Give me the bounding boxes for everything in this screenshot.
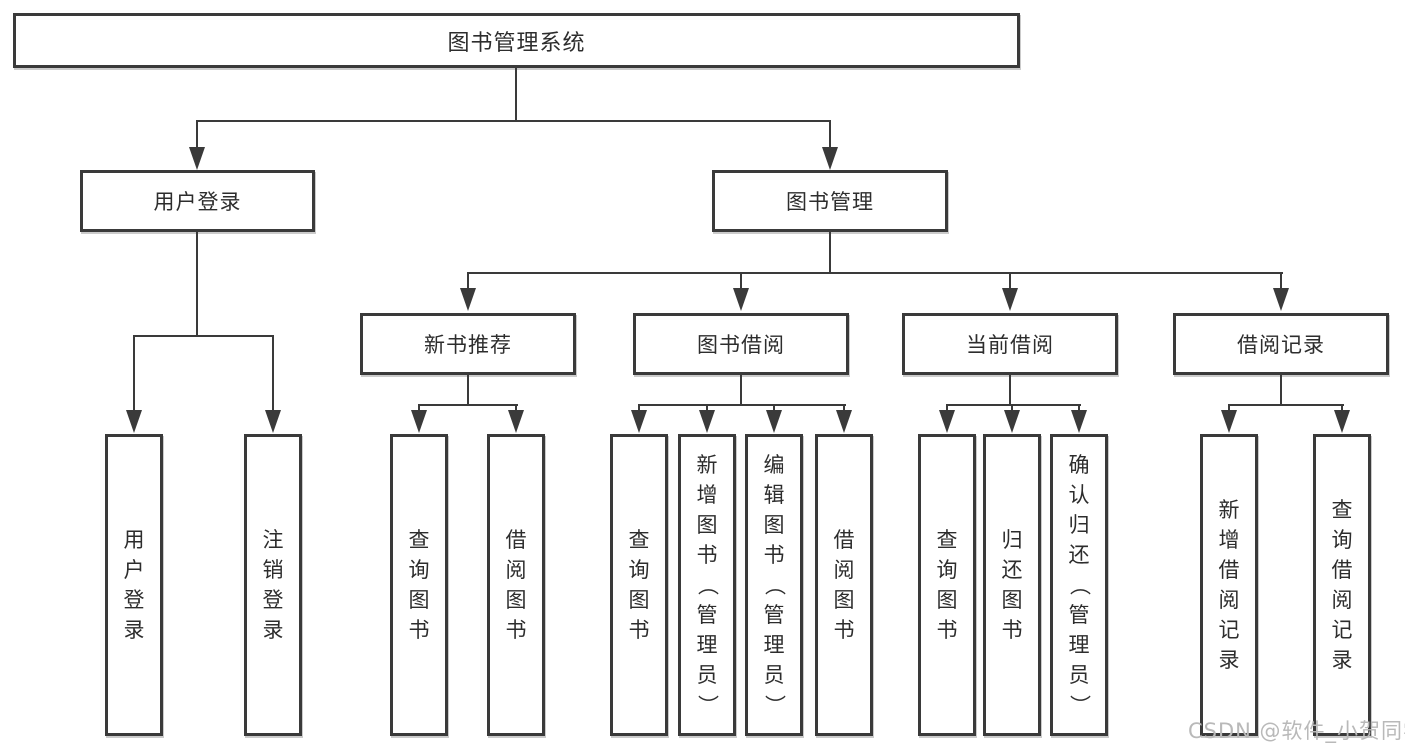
arrowhead-leaf bbox=[411, 410, 427, 433]
leaf-return-books-label: 归还图书 bbox=[1001, 528, 1023, 642]
leaf-query-books-current-label: 查询图书 bbox=[936, 528, 958, 642]
node-user-login-label: 用户登录 bbox=[153, 190, 242, 214]
arrowhead-leaf bbox=[1334, 410, 1350, 433]
leaf-add-book-admin-label: 新增图书（管理员） bbox=[695, 453, 719, 716]
connector-borrowing-records-stem bbox=[1280, 375, 1282, 406]
node-book-borrowing-label: 图书借阅 bbox=[697, 333, 785, 357]
leaf-edit-book-admin-label: 编辑图书（管理员） bbox=[762, 453, 786, 716]
connector-book-management-stem bbox=[829, 232, 831, 274]
leaf-user-login: 用户登录 bbox=[105, 434, 163, 736]
arrowhead-leaf bbox=[508, 410, 524, 433]
connector-drop bbox=[946, 404, 948, 414]
arrowhead-leaf bbox=[766, 410, 782, 433]
leaf-borrow-books-recommend-label: 借阅图书 bbox=[505, 528, 527, 642]
leaf-query-books-borrowing-label: 查询图书 bbox=[628, 528, 650, 642]
connector-drop bbox=[706, 404, 708, 414]
node-borrowing-records-label: 借阅记录 bbox=[1237, 333, 1325, 357]
leaf-logout: 注销登录 bbox=[244, 434, 302, 736]
arrowhead-leaf bbox=[939, 410, 955, 433]
connector-user-login-rail bbox=[133, 335, 274, 337]
connector-drop-book-management bbox=[829, 120, 831, 150]
connector-drop bbox=[418, 404, 420, 414]
connector-drop bbox=[843, 404, 845, 414]
arrowhead-leaf bbox=[1221, 410, 1237, 433]
leaf-query-borrow-record-label: 查询借阅记录 bbox=[1331, 498, 1353, 672]
connector-drop bbox=[1011, 404, 1013, 414]
node-book-management-label: 图书管理 bbox=[786, 190, 874, 214]
connector-book-management-rail bbox=[467, 272, 1283, 274]
connector-new-book-rail bbox=[418, 404, 518, 406]
connector-root-stem bbox=[515, 66, 517, 122]
leaf-query-books-borrowing: 查询图书 bbox=[610, 434, 668, 736]
connector-drop bbox=[638, 404, 640, 414]
arrowhead-current-borrowing bbox=[1002, 288, 1018, 311]
arrowhead-borrowing-records bbox=[1273, 288, 1289, 311]
arrowhead-leaf bbox=[699, 410, 715, 433]
leaf-add-borrow-record: 新增借阅记录 bbox=[1200, 434, 1258, 736]
leaf-return-books: 归还图书 bbox=[983, 434, 1041, 736]
connector-root-rail bbox=[196, 120, 831, 122]
node-library-system: 图书管理系统 bbox=[13, 13, 1020, 68]
arrowhead-new-book bbox=[460, 288, 476, 311]
connector-new-book-stem bbox=[467, 375, 469, 406]
leaf-add-borrow-record-label: 新增借阅记录 bbox=[1218, 498, 1240, 672]
leaf-logout-label: 注销登录 bbox=[262, 528, 284, 642]
watermark: CSDN @软件_小贺同学 bbox=[1188, 719, 1405, 743]
connector-drop-leaf-login bbox=[133, 335, 135, 413]
leaf-add-book-admin: 新增图书（管理员） bbox=[678, 434, 736, 736]
leaf-borrow-books-label: 借阅图书 bbox=[833, 528, 855, 642]
connector-drop bbox=[1228, 404, 1230, 414]
leaf-confirm-return-admin: 确认归还（管理员） bbox=[1050, 434, 1108, 736]
node-current-borrowing: 当前借阅 bbox=[902, 313, 1118, 375]
arrowhead-user-login bbox=[189, 147, 205, 170]
connector-drop bbox=[515, 404, 517, 414]
connector-drop bbox=[1341, 404, 1343, 414]
leaf-user-login-label: 用户登录 bbox=[123, 528, 145, 642]
connector-current-borrowing-stem bbox=[1009, 375, 1011, 406]
leaf-query-books-current: 查询图书 bbox=[918, 434, 976, 736]
connector-current-borrowing-rail bbox=[946, 404, 1081, 406]
connector-book-borrowing-rail bbox=[638, 404, 846, 406]
leaf-query-borrow-record: 查询借阅记录 bbox=[1313, 434, 1371, 736]
node-new-book-recommend-label: 新书推荐 bbox=[424, 333, 512, 357]
leaf-borrow-books-recommend: 借阅图书 bbox=[487, 434, 545, 736]
node-new-book-recommend: 新书推荐 bbox=[360, 313, 576, 375]
connector-drop-current-borrowing bbox=[1009, 272, 1011, 292]
connector-drop bbox=[773, 404, 775, 414]
leaf-query-books-recommend: 查询图书 bbox=[390, 434, 448, 736]
leaf-confirm-return-admin-label: 确认归还（管理员） bbox=[1067, 453, 1091, 716]
connector-borrowing-records-rail bbox=[1228, 404, 1344, 406]
arrowhead-leaf bbox=[836, 410, 852, 433]
node-current-borrowing-label: 当前借阅 bbox=[966, 333, 1054, 357]
connector-drop-leaf-logout bbox=[272, 335, 274, 413]
arrowhead-leaf bbox=[1071, 410, 1087, 433]
node-book-management: 图书管理 bbox=[712, 170, 948, 232]
connector-drop-user-login bbox=[196, 120, 198, 150]
connector-drop bbox=[1078, 404, 1080, 414]
connector-user-login-stem bbox=[196, 232, 198, 337]
node-library-system-label: 图书管理系统 bbox=[447, 30, 586, 56]
node-book-borrowing: 图书借阅 bbox=[633, 313, 849, 375]
arrowhead-book-management bbox=[822, 147, 838, 170]
arrowhead-leaf bbox=[631, 410, 647, 433]
leaf-borrow-books: 借阅图书 bbox=[815, 434, 873, 736]
connector-drop-new-book bbox=[467, 272, 469, 292]
connector-drop-borrowing-records bbox=[1280, 272, 1282, 292]
leaf-edit-book-admin: 编辑图书（管理员） bbox=[745, 434, 803, 736]
connector-drop-book-borrowing bbox=[740, 272, 742, 292]
node-borrowing-records: 借阅记录 bbox=[1173, 313, 1389, 375]
arrowhead-leaf-login bbox=[126, 410, 142, 433]
arrowhead-leaf-logout bbox=[265, 410, 281, 433]
arrowhead-book-borrowing bbox=[733, 288, 749, 311]
connector-book-borrowing-stem bbox=[740, 375, 742, 406]
node-user-login: 用户登录 bbox=[80, 170, 315, 232]
leaf-query-books-recommend-label: 查询图书 bbox=[408, 528, 430, 642]
arrowhead-leaf bbox=[1004, 410, 1020, 433]
